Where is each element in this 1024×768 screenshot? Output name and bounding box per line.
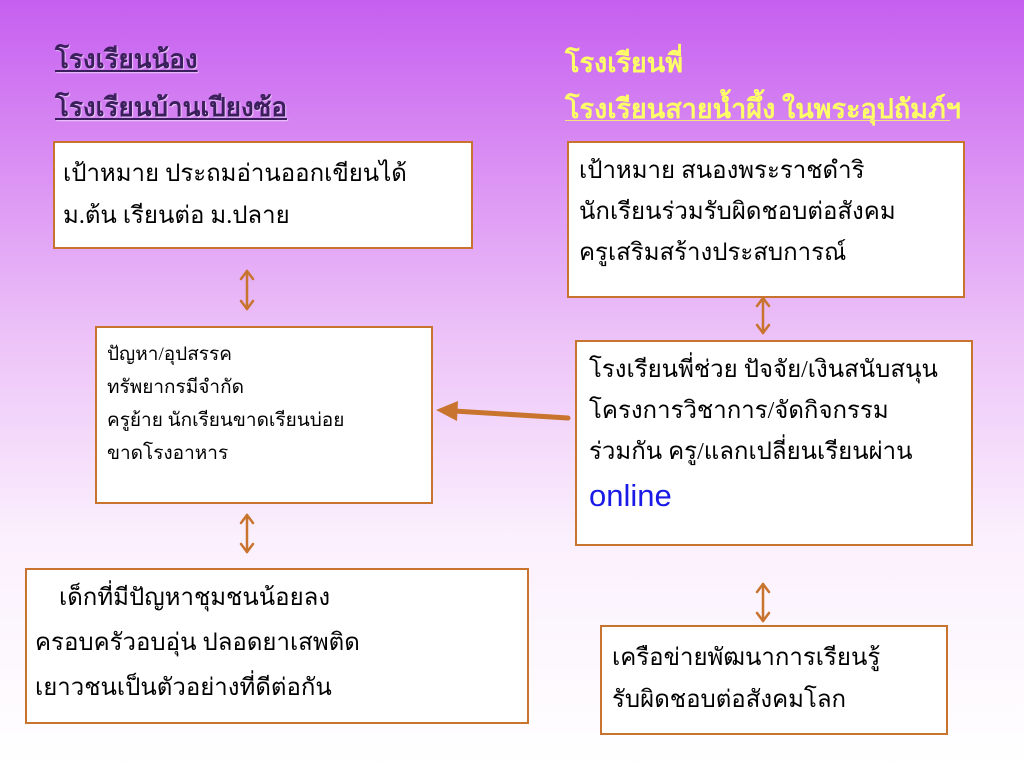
- older-goal-line-1: เป้าหมาย สนองพระราชดำริ: [579, 158, 865, 184]
- younger-goal-line-2: ม.ต้น เรียนต่อ ม.ปลาย: [63, 203, 290, 229]
- older-goal-line-3: ครูเสริมสร้างประสบการณ์: [579, 240, 847, 266]
- older-school-label: โรงเรียนพี่: [565, 48, 683, 78]
- younger-outcome-line-1: เด็กที่มีปัญหาชุมชนน้อยลง: [35, 585, 331, 611]
- older-outcome-line-1: เครือข่ายพัฒนาการเรียนรู้: [612, 645, 881, 671]
- double-arrow-goal-to-support: [755, 296, 771, 335]
- older-school-goal-box: เป้าหมาย สนองพระราชดำริ นักเรียนร่วมรับผ…: [567, 141, 965, 298]
- older-outcome-line-2: รับผิดชอบต่อสังคมโลก: [612, 687, 847, 713]
- younger-goal-line-1: เป้าหมาย ประถมอ่านออกเขียนได้: [63, 161, 407, 187]
- support-box: โรงเรียนพี่ช่วย ปัจจัย/เงินสนับสนุน โครง…: [575, 340, 973, 546]
- problems-line-1: ปัญหา/อุปสรรค: [107, 344, 232, 365]
- problems-line-4: ขาดโรงอาหาร: [107, 443, 229, 464]
- double-arrow-problems-to-outcome: [239, 513, 255, 554]
- support-line-1: โรงเรียนพี่ช่วย ปัจจัย/เงินสนับสนุน: [589, 357, 938, 383]
- problems-line-2: ทรัพยากรมีจำกัด: [107, 377, 244, 398]
- problems-line-3: ครูย้าย นักเรียนขาดเรียนบ่อย: [107, 410, 345, 431]
- double-arrow-support-to-outcome: [755, 582, 771, 623]
- older-school-title-underline: [565, 120, 950, 121]
- older-school-outcome-box: เครือข่ายพัฒนาการเรียนรู้ รับผิดชอบต่อสั…: [600, 625, 948, 735]
- older-goal-line-2: นักเรียนร่วมรับผิดชอบต่อสังคม: [579, 199, 896, 225]
- double-arrow-goal-to-problems: [239, 269, 255, 311]
- younger-school-label: โรงเรียนน้อง: [55, 45, 198, 75]
- younger-outcome-line-2: ครอบครัวอบอุ่น ปลอดยาเสพติด: [35, 630, 360, 656]
- support-line-3: ร่วมกัน ครู/แลกเปลี่ยนเรียนผ่าน: [589, 439, 913, 465]
- younger-school-goal-box: เป้าหมาย ประถมอ่านออกเขียนได้ ม.ต้น เรีย…: [53, 141, 473, 249]
- older-school-title: โรงเรียนพี่ โรงเรียนสายน้ำผึ้ง ในพระอุปถ…: [565, 40, 961, 132]
- support-online: online: [589, 478, 672, 513]
- younger-outcome-line-3: เยาวชนเป็นตัวอย่างที่ดีต่อกัน: [35, 675, 332, 701]
- problems-box: ปัญหา/อุปสรรค ทรัพยากรมีจำกัด ครูย้าย นั…: [95, 326, 433, 504]
- support-to-problems-arrow: [436, 401, 571, 421]
- younger-school-title: โรงเรียนน้อง โรงเรียนบ้านเปียงซ้อ: [55, 36, 287, 132]
- older-school-name: โรงเรียนสายน้ำผึ้ง ในพระอุปถัมภ์ฯ: [565, 94, 961, 124]
- younger-school-outcome-box: เด็กที่มีปัญหาชุมชนน้อยลง ครอบครัวอบอุ่น…: [25, 568, 529, 724]
- younger-school-name: โรงเรียนบ้านเปียงซ้อ: [55, 93, 287, 123]
- support-line-2: โครงการวิชาการ/จัดกิจกรรม: [589, 398, 889, 424]
